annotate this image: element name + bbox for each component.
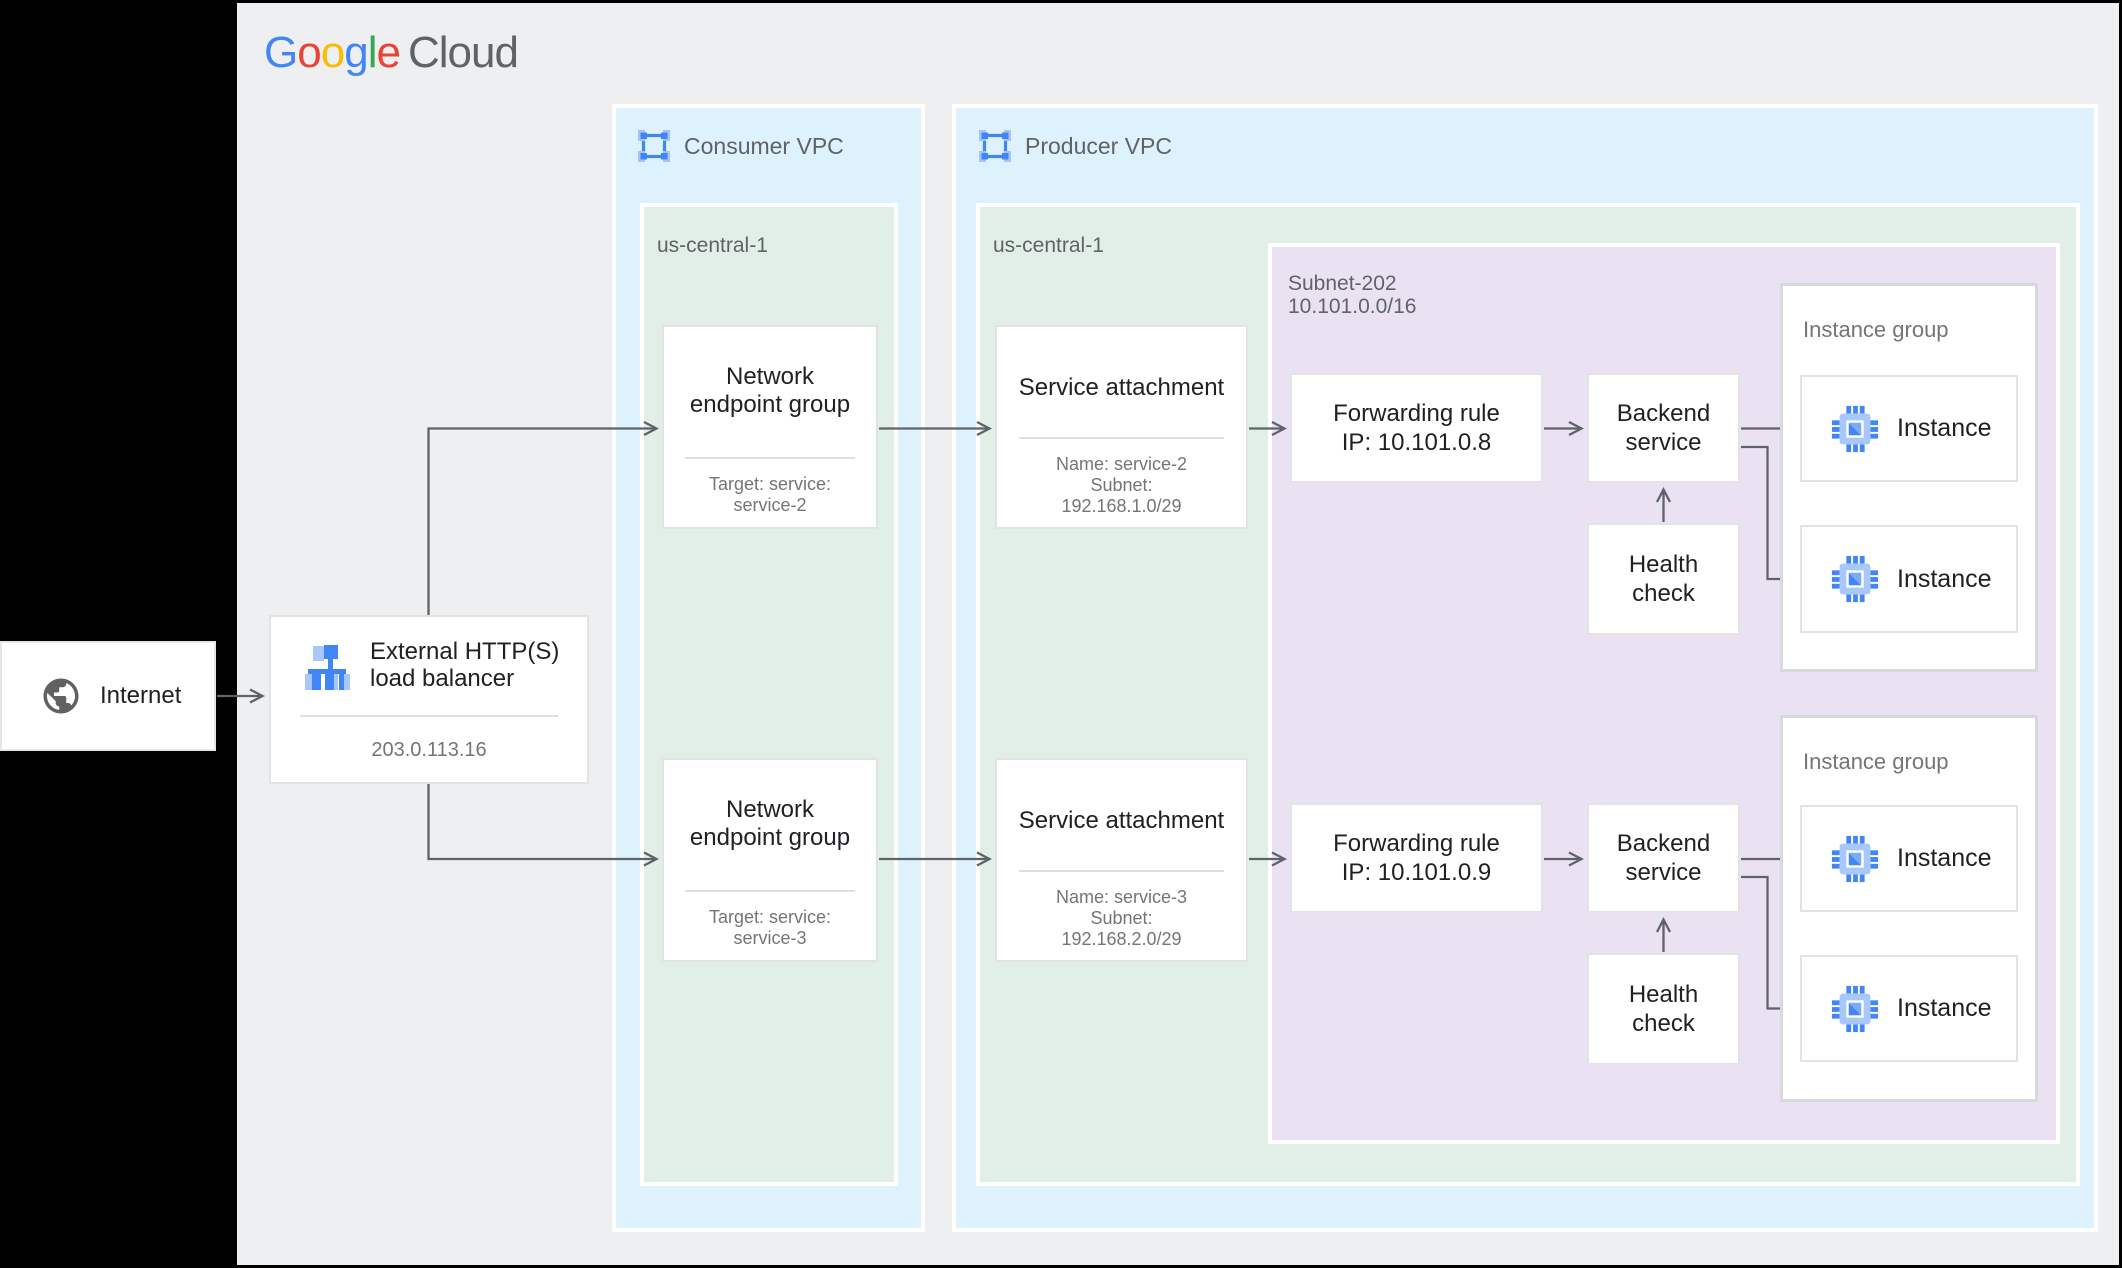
compute-instance-icon <box>1830 554 1880 604</box>
subnet-name: Subnet-202 <box>1288 272 1397 295</box>
hc2-line2: check <box>1632 1010 1695 1037</box>
bs2-line1: Backend <box>1616 830 1711 857</box>
fr2-line2: IP: 10.101.0.9 <box>1341 859 1492 886</box>
fr1-line2: IP: 10.101.0.8 <box>1341 429 1492 456</box>
instance-1a: Instance <box>1800 375 2018 482</box>
neg2-subtext: Target: service: service-3 <box>664 907 876 949</box>
neg1-subtext: Target: service: service-2 <box>664 474 876 516</box>
bs1-line2: service <box>1625 429 1702 456</box>
neg2-title-line1: Network <box>725 796 815 823</box>
logo-letter: G <box>264 28 298 77</box>
load-balancer-title-line2: load balancer <box>370 665 515 692</box>
load-balancer-ip: 203.0.113.16 <box>371 739 487 761</box>
consumer-region-label: us-central-1 <box>657 234 768 257</box>
service-attachment-1: Service attachment Name: service-2 Subne… <box>995 325 1248 529</box>
divider <box>685 890 855 892</box>
bs1-line1: Backend <box>1616 400 1711 427</box>
divider <box>1019 870 1224 872</box>
divider <box>685 457 855 459</box>
instance-label: Instance <box>1897 414 1992 442</box>
consumer-vpc-label: Consumer VPC <box>684 133 844 159</box>
globe-icon <box>40 675 82 717</box>
neg1-sub-line2: service-2 <box>733 495 807 515</box>
producer-region-label: us-central-1 <box>993 234 1104 257</box>
compute-instance-icon <box>1830 404 1880 454</box>
compute-instance-icon <box>1830 834 1880 884</box>
internet-label: Internet <box>100 682 182 709</box>
forwarding-rule-2: Forwarding rule IP: 10.101.0.9 <box>1290 803 1543 913</box>
load-balancer-node: External HTTP(S) load balancer 203.0.113… <box>269 615 589 784</box>
subnet-label: Subnet-202 10.101.0.0/16 <box>1288 272 1416 318</box>
sa1-sub-line3: 192.168.1.0/29 <box>1061 496 1182 516</box>
logo-letter: e <box>376 28 401 77</box>
sa1-subtext: Name: service-2 Subnet: 192.168.1.0/29 <box>997 454 1246 517</box>
vpc-icon <box>636 128 672 164</box>
hc2-line1: Health <box>1628 981 1699 1008</box>
load-balancer-icon <box>301 642 353 699</box>
sa1-title: Service attachment <box>1018 374 1225 401</box>
vpc-icon <box>977 128 1013 164</box>
sa1-sub-line2: Subnet: <box>1090 475 1153 495</box>
neg1-title: Network endpoint group <box>664 363 876 419</box>
logo-letter: l <box>367 28 378 77</box>
health-check-2: Health check <box>1587 953 1740 1065</box>
sa2-sub-line3: 192.168.2.0/29 <box>1061 929 1182 949</box>
instance-group-2-label: Instance group <box>1803 749 1949 774</box>
sa2-subtext: Name: service-3 Subnet: 192.168.2.0/29 <box>997 887 1246 950</box>
neg2-sub-line1: Target: service: <box>708 907 832 927</box>
instance-1b: Instance <box>1800 525 2018 633</box>
backend-service-2: Backend service <box>1587 803 1740 913</box>
instance-group-1-label: Instance group <box>1803 317 1949 342</box>
fr2-line1: Forwarding rule <box>1333 830 1500 857</box>
neg1-title-line1: Network <box>725 363 815 390</box>
divider <box>300 715 558 717</box>
fr1-line1: Forwarding rule <box>1333 400 1500 427</box>
bs2-line2: service <box>1625 859 1702 886</box>
divider <box>1019 437 1224 439</box>
hc1-line2: check <box>1632 580 1695 607</box>
neg1-title-line2: endpoint group <box>689 391 851 418</box>
neg2-sub-line2: service-3 <box>733 928 807 948</box>
forwarding-rule-1: Forwarding rule IP: 10.101.0.8 <box>1290 373 1543 483</box>
instance-label: Instance <box>1897 564 1992 593</box>
instance-2a: Instance <box>1800 805 2018 912</box>
sa2-sub-line2: Subnet: <box>1090 908 1153 928</box>
logo-letter: g <box>344 28 369 77</box>
internet-node: Internet <box>0 641 216 751</box>
neg2-title: Network endpoint group <box>664 796 876 852</box>
sa1-sub-line1: Name: service-2 <box>1055 454 1188 474</box>
network-endpoint-group-1: Network endpoint group Target: service: … <box>662 325 878 529</box>
neg1-sub-line1: Target: service: <box>708 474 832 494</box>
sa2-title: Service attachment <box>1018 807 1225 834</box>
sa2-sub-line1: Name: service-3 <box>1055 887 1188 907</box>
network-endpoint-group-2: Network endpoint group Target: service: … <box>662 758 878 962</box>
logo-cloud-word: Cloud <box>407 28 519 77</box>
hc1-line1: Health <box>1628 551 1699 578</box>
load-balancer-title: External HTTP(S) load balancer <box>370 638 559 692</box>
instance-2b: Instance <box>1800 955 2018 1062</box>
instance-label: Instance <box>1897 844 1992 872</box>
subnet-cidr: 10.101.0.0/16 <box>1288 295 1417 318</box>
instance-label: Instance <box>1897 994 1992 1022</box>
logo-letter: o <box>320 28 346 77</box>
compute-instance-icon <box>1830 984 1880 1034</box>
producer-vpc-label: Producer VPC <box>1025 133 1173 159</box>
service-attachment-2: Service attachment Name: service-3 Subne… <box>995 758 1248 962</box>
neg2-title-line2: endpoint group <box>689 824 851 851</box>
logo-letter: o <box>297 28 322 77</box>
health-check-1: Health check <box>1587 523 1740 635</box>
backend-service-1: Backend service <box>1587 373 1740 483</box>
load-balancer-title-line1: External HTTP(S) <box>370 638 560 665</box>
